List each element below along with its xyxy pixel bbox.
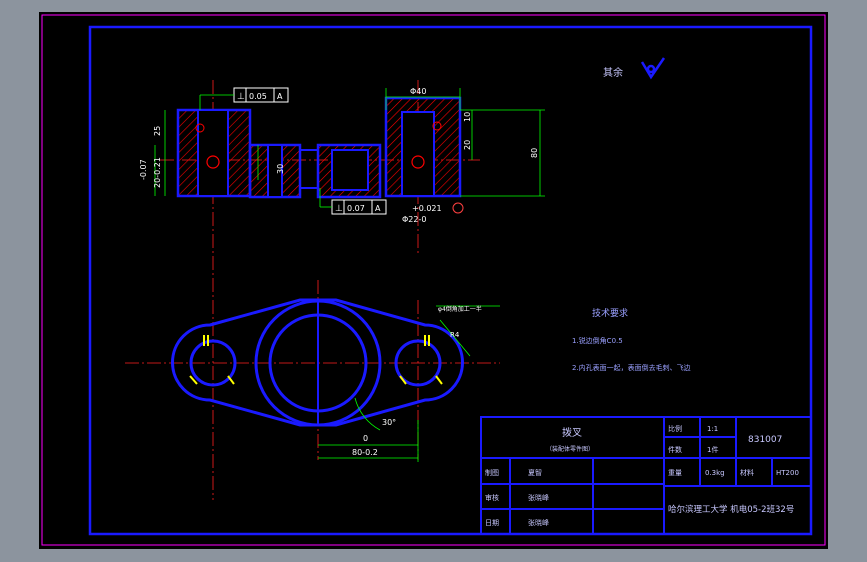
- sheet-border: [41, 14, 826, 546]
- dim-angle: 30°: [382, 418, 396, 427]
- school-name: 哈尔滨理工大学 机电05-2班32号: [668, 504, 794, 515]
- row1-role: 制图: [485, 468, 499, 477]
- row3-name: 张晓峰: [528, 518, 549, 527]
- dim-left-tol: 20-0.21: [153, 157, 162, 188]
- qty-label: 件数: [668, 445, 682, 454]
- gdt-top-tolerance: 0.05: [249, 92, 267, 101]
- row2-role: 审核: [485, 493, 499, 502]
- dim-right-small-1: 10: [463, 112, 472, 122]
- dim-right-height: 80: [530, 148, 539, 158]
- notes-title: 技术要求: [592, 307, 628, 319]
- material-value: HT200: [776, 469, 799, 477]
- qty-value: 1件: [707, 445, 718, 454]
- top-dimensions: [154, 88, 545, 197]
- front-section-view: [160, 80, 480, 500]
- gdt-bottom-symbol: ⊥: [335, 204, 343, 214]
- scale-label: 比例: [668, 424, 682, 433]
- dim-bore-tol: +0.021: [412, 204, 442, 213]
- dim-bore: Φ22-0: [402, 215, 426, 224]
- dim-left-minus: -0.07: [139, 159, 148, 180]
- part-subtitle: （装配体零件图）: [546, 445, 594, 453]
- dim-base-0: 0: [363, 434, 368, 443]
- dim-r-small: R4: [450, 331, 460, 339]
- gdt-frame-bottom: [319, 188, 387, 215]
- plan-view: [125, 280, 500, 460]
- row1-name: 夏智: [528, 468, 542, 477]
- drawing-frame: [88, 25, 813, 536]
- gdt-top-datum: A: [277, 92, 283, 101]
- row2-name: 张晓峰: [528, 493, 549, 502]
- gdt-frame-top: [199, 87, 289, 110]
- dim-top-width: Φ40: [410, 87, 426, 96]
- dim-inner-vertical: 30: [276, 164, 285, 174]
- row3-role: 日期: [485, 519, 499, 527]
- notes-item-1: 1.锐边倒角C0.5: [572, 336, 623, 345]
- title-block: [480, 416, 812, 535]
- dim-left-height: 25: [153, 126, 162, 136]
- gdt-top-symbol: ⊥: [237, 92, 245, 102]
- slot-note: φ4倒角加工一半: [438, 305, 482, 313]
- roughness-check-icon: [640, 57, 666, 80]
- roughness-label: 其余: [603, 66, 623, 79]
- drawing-number: 831007: [748, 435, 782, 445]
- gdt-bottom-tolerance: 0.07: [347, 204, 365, 213]
- dim-right-small-2: 20: [463, 140, 472, 150]
- notes-item-2: 2.内孔表面一起，表面倒去毛刺、飞边: [572, 363, 691, 372]
- datum-a-marker: [452, 202, 464, 214]
- part-name: 拨叉: [562, 426, 582, 439]
- gdt-bottom-datum: A: [375, 204, 381, 213]
- weight-label: 重量: [668, 469, 682, 477]
- dim-base-len: 80-0.2: [352, 448, 378, 457]
- weight-value: 0.3kg: [705, 469, 725, 477]
- scale-value: 1:1: [707, 425, 718, 433]
- material-label: 材料: [740, 468, 754, 477]
- plan-dimensions: [318, 305, 500, 462]
